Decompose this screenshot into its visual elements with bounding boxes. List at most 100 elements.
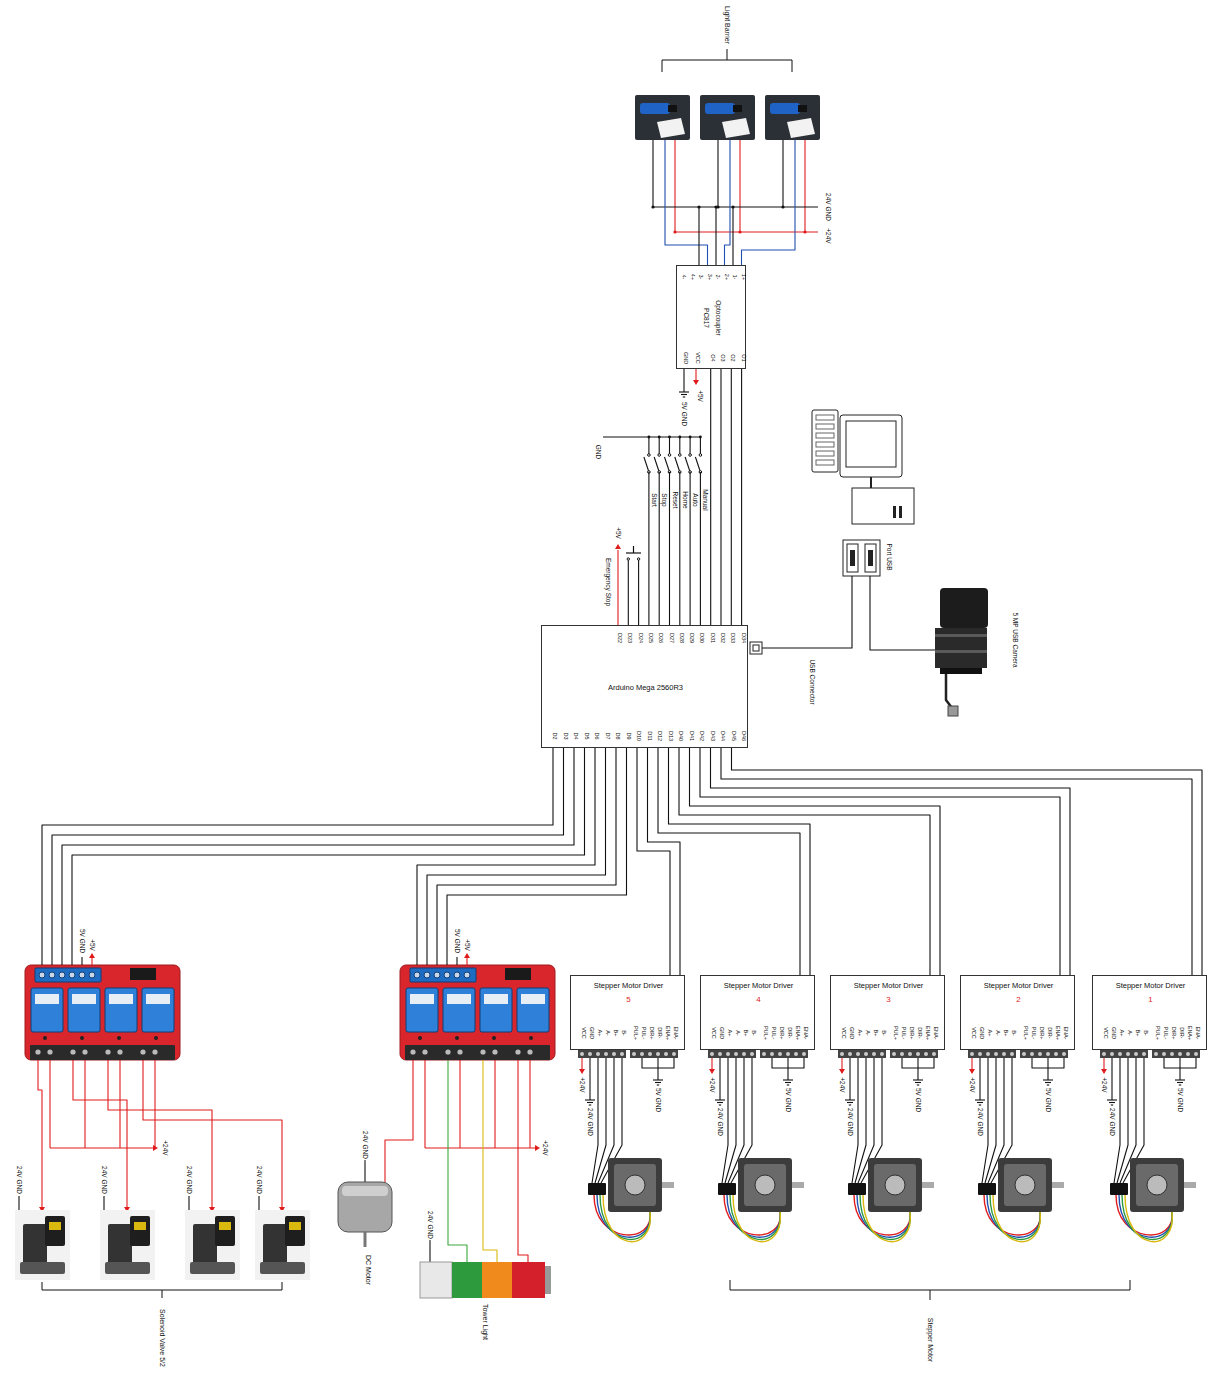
terminal-screw <box>970 1052 974 1056</box>
power-arrow <box>89 953 95 958</box>
terminal-label: B+ <box>872 1030 878 1037</box>
power-label: 5V GND <box>785 1087 792 1113</box>
usb-port <box>843 540 880 576</box>
wire <box>81 957 82 965</box>
sensor-barrel <box>640 103 670 114</box>
wire <box>985 1058 996 1183</box>
terminal-screw <box>69 972 75 978</box>
stepper-motor <box>608 1158 662 1212</box>
signal-wire <box>700 748 1060 975</box>
terminal-label: VCC <box>710 1027 716 1039</box>
switch-label: Manual <box>702 488 709 511</box>
terminal-screw <box>1046 1052 1050 1056</box>
driver-title: Stepper Motor Driver <box>594 982 664 990</box>
pin-label: D5 <box>583 732 589 739</box>
terminal-label: VCC <box>970 1027 976 1039</box>
terminal-screw <box>445 1049 450 1054</box>
drive-slot <box>899 506 902 518</box>
terminal-block <box>410 968 476 982</box>
motor-connector <box>1110 1183 1128 1195</box>
wire <box>456 957 457 965</box>
wire <box>657 1058 658 1080</box>
wire <box>731 369 732 625</box>
reflector-plate <box>722 118 750 138</box>
terminal-screw <box>140 1049 145 1054</box>
ground-symbol <box>1107 1099 1117 1100</box>
connection-label: USB Connector <box>809 658 816 705</box>
tower-light-orange <box>482 1262 512 1298</box>
terminal-label: GND <box>1110 1027 1116 1039</box>
motor-lead <box>730 1195 780 1239</box>
terminal-screw <box>994 1052 998 1056</box>
wire <box>1047 1058 1048 1080</box>
ground-symbol <box>1047 1084 1049 1085</box>
terminal-label: PUL- <box>640 1027 646 1040</box>
pin-label: D12 <box>656 731 662 741</box>
terminal-label: PUL- <box>1162 1027 1168 1040</box>
terminal-screw <box>1038 1052 1042 1056</box>
wire <box>91 958 92 965</box>
terminal-label: A+ <box>856 1030 862 1037</box>
wire <box>979 1058 980 1100</box>
pin-header <box>505 968 531 980</box>
terminal-label: B- <box>750 1030 756 1036</box>
power-arrow <box>693 380 699 385</box>
motor-lead <box>863 1195 910 1242</box>
relay-cube <box>517 988 549 1032</box>
tower-light-cap <box>545 1266 551 1294</box>
junction-dot <box>678 436 681 439</box>
usb-slot <box>847 544 858 572</box>
terminal-screw <box>82 1049 87 1054</box>
wire <box>711 1058 712 1069</box>
usb-slot <box>865 544 876 572</box>
terminal-screw <box>422 1049 427 1054</box>
wire <box>1103 1058 1104 1069</box>
relay-cube <box>406 988 438 1032</box>
terminal-block <box>578 1050 626 1058</box>
switch-contact <box>658 454 661 457</box>
wire <box>18 1196 19 1210</box>
board-title: Arduino Mega 2560R3 <box>608 684 683 692</box>
terminal-screw <box>105 1049 110 1054</box>
wire <box>675 231 818 232</box>
led <box>80 1036 84 1040</box>
power-label: 24V GND <box>101 1165 108 1195</box>
power-arrow <box>153 1145 158 1151</box>
callout-number: 5 <box>626 996 630 1004</box>
pin-label: O2 <box>730 354 736 361</box>
wire <box>720 369 721 625</box>
wire <box>732 207 733 265</box>
relay-sticker <box>109 994 133 1004</box>
signal-wire <box>741 369 742 625</box>
sensor-gland <box>668 105 677 112</box>
terminal-screw <box>864 1052 868 1056</box>
terminal-screw <box>726 1052 730 1056</box>
callout-number: 4 <box>756 996 760 1004</box>
sensor-gland <box>798 105 807 112</box>
stepper-motor <box>738 1158 792 1212</box>
terminal-label: B+ <box>1134 1030 1140 1037</box>
switch-blade <box>675 457 680 472</box>
wire <box>917 1058 918 1080</box>
terminal-screw <box>908 1052 912 1056</box>
wire <box>669 437 670 455</box>
tower-light-white <box>420 1262 452 1298</box>
wire <box>870 576 935 650</box>
relay-sticker <box>72 994 96 1004</box>
wire <box>518 1060 528 1262</box>
wire <box>849 1058 850 1100</box>
terminal-block <box>1020 1050 1068 1058</box>
pin-label: D27 <box>668 633 674 643</box>
terminal-label: PUL+ <box>632 1026 638 1040</box>
wire <box>669 472 670 625</box>
ground-symbol <box>917 1084 919 1085</box>
pin-label: 4- <box>680 275 686 280</box>
pin-label: D45 <box>730 731 736 741</box>
reflector-plate <box>787 118 815 138</box>
led <box>492 1036 496 1040</box>
wire <box>690 437 691 455</box>
optocoupler-module: PC817Optocoupler4-4+3-3+2-2+1-1+GNDVCCO4… <box>676 265 746 369</box>
pin-label: D4 <box>572 732 578 739</box>
led <box>455 1036 459 1040</box>
wire <box>1111 1058 1112 1100</box>
